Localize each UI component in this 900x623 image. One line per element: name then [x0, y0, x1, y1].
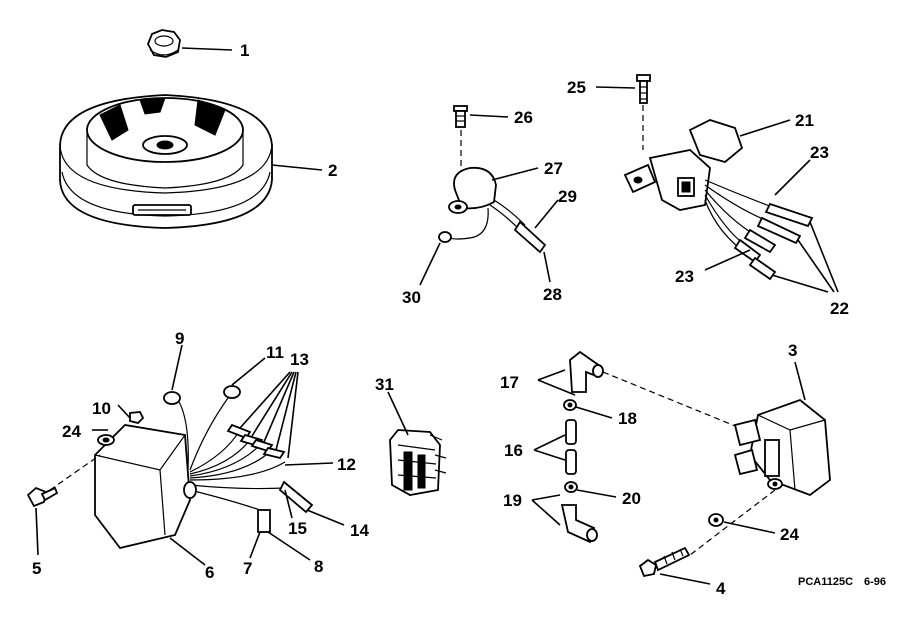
- figure-date: 6-96: [864, 576, 886, 588]
- clamp-top: [563, 399, 577, 411]
- callout-15: 15: [288, 519, 307, 538]
- flywheel: [59, 94, 273, 229]
- callout-28: 28: [543, 285, 562, 304]
- cd-power-pack: [94, 385, 314, 550]
- callout-3: 3: [788, 341, 797, 360]
- callout-2: 2: [328, 161, 337, 180]
- callout-29: 29: [558, 187, 577, 206]
- callout-4: 4: [716, 579, 726, 598]
- callout-20: 20: [622, 489, 641, 508]
- callout-1: 1: [240, 41, 249, 60]
- callout-26: 26: [514, 108, 533, 127]
- callout-13: 13: [290, 350, 309, 369]
- washer-right: [708, 513, 724, 527]
- elbow-hose-bottom: [560, 504, 598, 544]
- callout-17: 17: [500, 373, 519, 392]
- callout-7: 7: [243, 559, 252, 578]
- callout-19: 19: [503, 491, 522, 510]
- coil-screw: [453, 105, 468, 128]
- hose-pieces: [565, 419, 577, 475]
- callout-22: 22: [830, 299, 849, 318]
- top-screw: [636, 74, 651, 104]
- ignition-coil-assembly: [733, 398, 831, 497]
- callout-23-upper: 23: [810, 143, 829, 162]
- figure-code: PCA1125C: [798, 576, 853, 588]
- callout-14: 14: [350, 521, 369, 540]
- coil-bolt: [638, 546, 691, 578]
- callout-6: 6: [205, 563, 214, 582]
- callout-25: 25: [567, 78, 586, 97]
- callout-8: 8: [314, 557, 323, 576]
- clamp-bottom: [564, 481, 578, 493]
- callout-10: 10: [92, 399, 111, 418]
- callout-27: 27: [544, 159, 563, 178]
- callout-12: 12: [337, 455, 356, 474]
- callout-24-right: 24: [780, 525, 799, 544]
- flywheel-nut: [147, 29, 181, 58]
- rectifier: [389, 429, 447, 496]
- callout-23-lower: 23: [675, 267, 694, 286]
- elbow-hose-top: [569, 350, 604, 393]
- callout-5: 5: [32, 559, 41, 578]
- charge-coil: [623, 119, 814, 281]
- pack-bolt: [26, 486, 59, 508]
- callout-30: 30: [402, 288, 421, 307]
- callout-9: 9: [175, 329, 184, 348]
- callout-18: 18: [618, 409, 637, 428]
- callout-31: 31: [375, 375, 394, 394]
- callout-16: 16: [504, 441, 523, 460]
- callout-11: 11: [266, 343, 284, 362]
- callout-21: 21: [795, 111, 814, 130]
- ignition-coil-small: [438, 166, 547, 254]
- callout-24-left: 24: [62, 422, 81, 441]
